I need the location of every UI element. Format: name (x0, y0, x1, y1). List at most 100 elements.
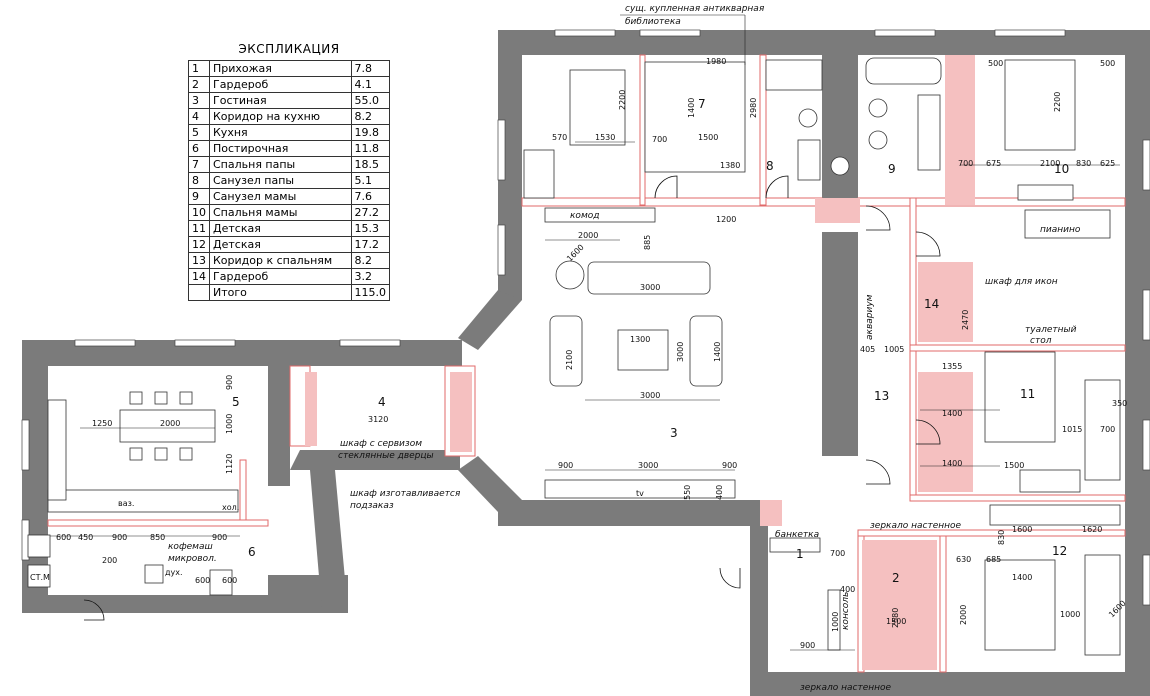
windows (21, 29, 1150, 606)
room-number-5: 5 (232, 395, 240, 409)
row-name: Санузел мамы (209, 188, 352, 205)
furniture (27, 57, 1121, 656)
row-number (188, 284, 210, 301)
note-duh: дух. (165, 568, 183, 577)
dim-label: 500 (988, 59, 1003, 68)
dim-label: 600 (222, 576, 237, 585)
row-number: 14 (188, 268, 210, 285)
dim-label: 1000 (225, 414, 234, 434)
dim-label: 1000 (1060, 610, 1080, 619)
row-area: 8.2 (350, 108, 390, 125)
dim-label: 1400 (942, 459, 962, 468)
dim-label: 850 (150, 533, 165, 542)
new-partitions (47, 54, 1126, 673)
row-name: Гардероб (209, 268, 352, 285)
dim-label: 900 (212, 533, 227, 542)
dim-label: 600 (56, 533, 71, 542)
row-number: 7 (188, 156, 210, 173)
note-aquarium: аквариум (865, 294, 875, 340)
doors (83, 175, 941, 621)
dim-label: 1600 (1012, 525, 1032, 534)
dim-label: 550 (683, 485, 692, 500)
dim-label: 700 (1100, 425, 1115, 434)
row-number: 1 (188, 60, 210, 77)
row-name: Гардероб (209, 76, 352, 93)
room-number-2: 2 (892, 571, 900, 585)
dim-label: 675 (986, 159, 1001, 168)
dim-label: 900 (722, 461, 737, 470)
dim-label: 900 (112, 533, 127, 542)
row-number: 11 (188, 220, 210, 237)
room-number-1: 1 (796, 547, 804, 561)
dim-label: 1500 (1004, 461, 1024, 470)
row-area: 11.8 (350, 140, 390, 157)
note-wardrobe-1: шкаф с сервизом (340, 439, 422, 449)
dim-label: 2100 (1040, 159, 1060, 168)
row-area: 7.8 (350, 60, 390, 77)
dim-label: 3000 (640, 391, 660, 400)
dim-label: 400 (715, 485, 724, 500)
dim-label: 600 (195, 576, 210, 585)
row-name: Постирочная (209, 140, 352, 157)
dim-label: 885 (643, 235, 652, 250)
row-number: 5 (188, 124, 210, 141)
dim-label: 2200 (1053, 92, 1062, 112)
note-cm: СТ.М (30, 573, 50, 582)
dim-label: 900 (225, 375, 234, 390)
dim-label: 2470 (961, 310, 970, 330)
dim-label: 3000 (676, 342, 685, 362)
dim-label: 630 (956, 555, 971, 564)
row-number: 10 (188, 204, 210, 221)
row-area: 15.3 (350, 220, 390, 237)
note-komod: комод (570, 211, 599, 221)
dim-label: 405 (860, 345, 875, 354)
row-area: 3.2 (350, 268, 390, 285)
note-custom-1: шкаф изготавливается (350, 489, 461, 499)
dim-label: 2000 (160, 419, 180, 428)
room-numbers: 1 2 3 4 5 6 7 8 9 10 11 12 13 14 (232, 97, 1069, 585)
dim-label: 2000 (578, 231, 598, 240)
note-coffee: кофемаш (168, 542, 213, 552)
room-number-8: 8 (766, 159, 774, 173)
note-custom-2: подзаказ (350, 501, 394, 511)
dimensions: 2000 885 1600 3000 1300 3000 1400 2100 3… (56, 57, 1128, 650)
dim-label: 2000 (959, 605, 968, 625)
row-name: Итого (209, 284, 352, 301)
note-ikons: шкаф для икон (985, 277, 1058, 287)
dim-label: 1500 (886, 617, 906, 626)
explication-title: ЭКСПЛИКАЦИЯ (238, 41, 340, 56)
dim-label: 1355 (942, 362, 962, 371)
note-vaz: ваз. (118, 499, 134, 508)
dimension-lines (50, 14, 1120, 651)
note-banketka: банкетка (775, 530, 819, 540)
dim-label: 700 (958, 159, 973, 168)
note-hol: хол. (222, 503, 239, 512)
dim-label: 500 (1100, 59, 1115, 68)
row-area: 7.6 (350, 188, 390, 205)
dim-label: 1530 (595, 133, 615, 142)
row-number: 8 (188, 172, 210, 189)
room-number-10: 10 (1054, 162, 1069, 176)
note-library-2: библиотека (625, 17, 681, 27)
dim-label: 1250 (92, 419, 112, 428)
note-mirror-wall-bottom: зеркало настенное (800, 683, 892, 693)
dim-label: 830 (1076, 159, 1091, 168)
dim-label: 1400 (713, 342, 722, 362)
dim-label: 1200 (716, 215, 736, 224)
annotations: сущ. купленная антикварная библиотека ко… (30, 4, 1081, 693)
row-number: 3 (188, 92, 210, 109)
note-toilet-table-1: туалетный (1025, 325, 1077, 335)
note-pianino: пианино (1040, 225, 1081, 235)
room-number-6: 6 (248, 545, 256, 559)
room-number-11: 11 (1020, 387, 1035, 401)
dim-label: 830 (997, 530, 1006, 545)
note-toilet-table-2: стол (1030, 336, 1052, 346)
